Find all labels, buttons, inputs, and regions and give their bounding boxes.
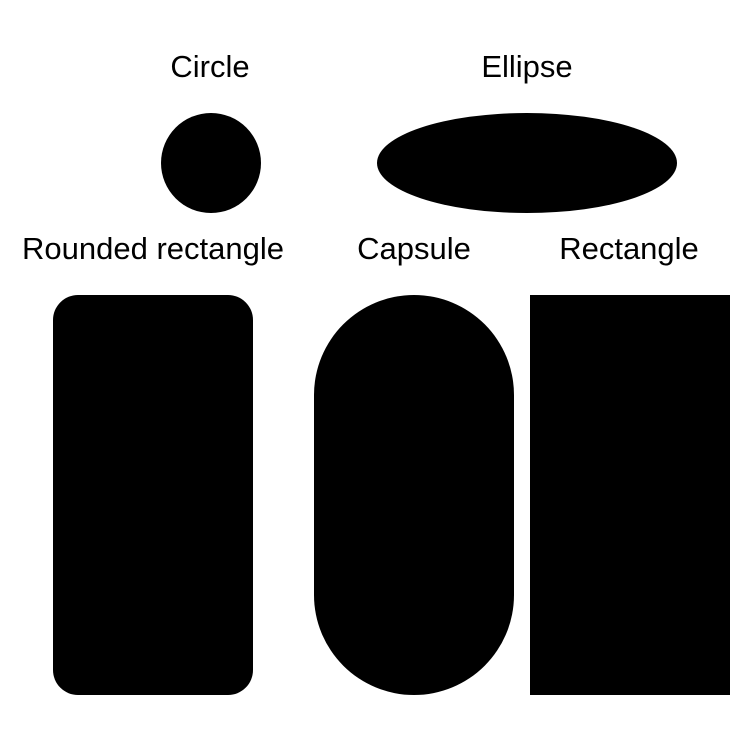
rectangle-label: Rectangle <box>559 231 699 266</box>
capsule-shape <box>314 295 514 695</box>
rounded-rectangle-shape <box>53 295 253 695</box>
ellipse-label: Ellipse <box>481 49 573 84</box>
rectangle-shape <box>530 295 730 695</box>
circle-shape <box>161 113 261 213</box>
ellipse-shape <box>377 113 677 213</box>
rounded-rectangle-label: Rounded rectangle <box>22 231 284 266</box>
circle-label: Circle <box>170 49 250 84</box>
capsule-label: Capsule <box>357 231 471 266</box>
